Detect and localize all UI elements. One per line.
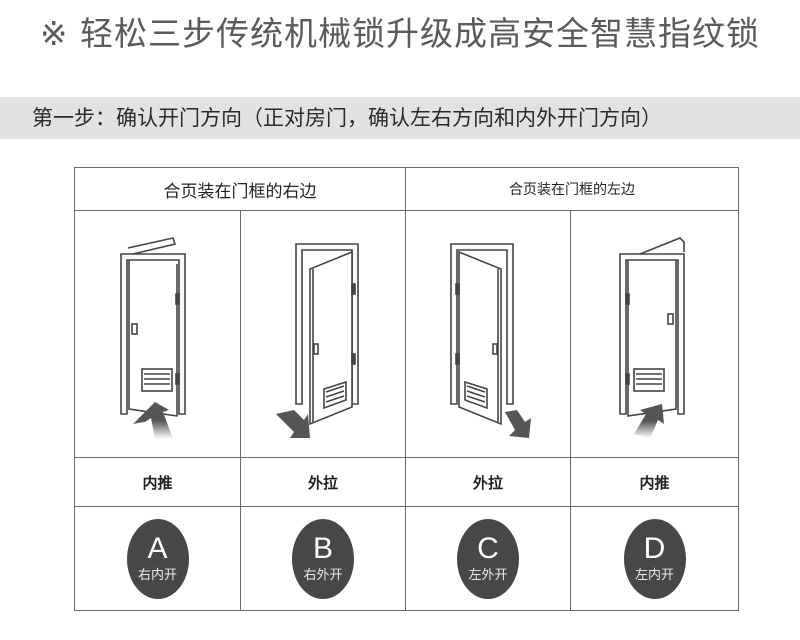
- page-title: ※ 轻松三步传统机械锁升级成高安全智慧指纹锁: [39, 14, 761, 53]
- step-one-instruction: 第一步：确认开门方向（正对房门，确认左右方向和内外开门方向）: [32, 106, 662, 130]
- option-badge-d[interactable]: D 左内开: [623, 518, 686, 599]
- action-label-b: 外拉: [240, 457, 406, 507]
- door-pull-outward-hinge-left-icon: [450, 243, 531, 438]
- door-direction-table: 合页装在门框的右边 合页装在门框的左边: [74, 167, 739, 611]
- option-badge-c[interactable]: C 左外开: [457, 518, 519, 599]
- badge-letter: D: [643, 531, 666, 565]
- illustration-cell-b: [240, 210, 406, 458]
- badge-label: 左内开: [634, 567, 674, 583]
- badge-label: 右外开: [303, 567, 343, 583]
- action-label-c: 外拉: [405, 457, 571, 507]
- badge-label: 左外开: [468, 567, 508, 583]
- door-push-inward-hinge-left-icon: [618, 237, 685, 438]
- action-label-a: 内推: [74, 457, 241, 507]
- badge-cell-b: B 右外开: [240, 506, 406, 611]
- illustration-cell-c: [405, 210, 571, 458]
- group-header-hinge-left: 合页装在门框的左边: [405, 167, 739, 211]
- option-badge-a[interactable]: A 右内开: [126, 518, 189, 599]
- illustration-cell-d: [570, 210, 739, 458]
- action-label-d: 内推: [570, 457, 739, 507]
- option-badge-b[interactable]: B 右外开: [292, 518, 354, 599]
- door-pull-outward-hinge-right-icon: [276, 243, 359, 438]
- badge-cell-d: D 左内开: [570, 506, 739, 611]
- step-banner: 第一步：确认开门方向（正对房门，确认左右方向和内外开门方向）: [0, 97, 800, 139]
- badge-letter: C: [477, 531, 499, 565]
- badge-label: 右内开: [137, 567, 177, 583]
- door-push-inward-hinge-right-icon: [119, 237, 186, 439]
- badge-letter: A: [147, 531, 168, 565]
- group-header-hinge-right: 合页装在门框的右边: [74, 167, 406, 211]
- badge-cell-c: C 左外开: [405, 506, 571, 611]
- illustration-cell-a: [74, 210, 241, 458]
- badge-letter: B: [312, 531, 333, 565]
- badge-cell-a: A 右内开: [74, 506, 241, 611]
